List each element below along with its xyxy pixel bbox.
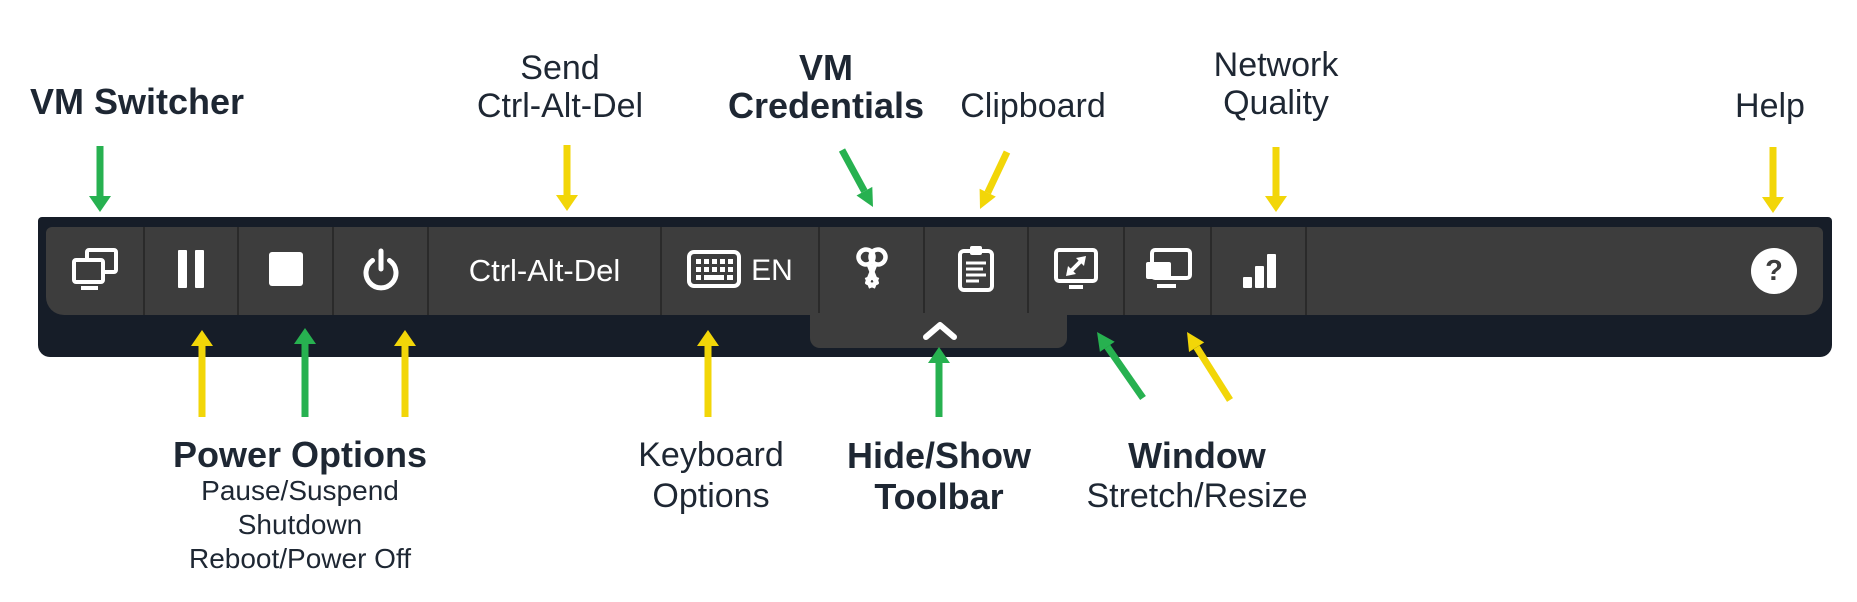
arrow-to-stop — [293, 328, 317, 417]
arrow-to-window-stretch — [1085, 325, 1155, 405]
stop-icon — [268, 251, 303, 291]
help-icon: ? — [1751, 248, 1797, 294]
resize-icon — [1144, 247, 1192, 295]
ctrl-alt-del-button[interactable]: Ctrl-Alt-Del — [427, 227, 660, 315]
hide-show-toolbar-tab[interactable] — [810, 313, 1067, 348]
window-resize-button[interactable] — [1123, 227, 1210, 315]
stop-button[interactable] — [237, 227, 332, 315]
vm-credentials-button[interactable] — [818, 227, 923, 315]
arrow-to-clipboard — [968, 145, 1018, 215]
send-ctrl-alt-del-label: Send Ctrl-Alt-Del — [476, 49, 644, 125]
clipboard-button[interactable] — [923, 227, 1027, 315]
arrow-to-power — [393, 330, 417, 417]
vm-switcher-button[interactable] — [46, 227, 143, 315]
toolbar-spacer — [1305, 227, 1725, 315]
window-stretch-button[interactable] — [1027, 227, 1123, 315]
arrow-to-network-quality — [1264, 147, 1288, 212]
power-icon — [359, 247, 403, 296]
arrow-to-vm-credentials — [835, 145, 885, 215]
vm-credentials-label: VM Credentials — [727, 47, 925, 126]
power-button[interactable] — [332, 227, 427, 315]
arrow-to-ctrl-alt-del — [555, 145, 579, 211]
dual-monitor-icon — [71, 247, 119, 296]
window-stretch-resize-label: Window Stretch/Resize — [1086, 435, 1308, 515]
keyboard-options-button[interactable]: EN — [660, 227, 818, 315]
help-label: Help — [1735, 87, 1805, 125]
network-bars-icon — [1241, 250, 1277, 293]
arrow-to-hide-show-tab — [927, 347, 951, 417]
arrow-to-keyboard-options — [696, 330, 720, 417]
vm-switcher-label: VM Switcher — [29, 81, 245, 122]
stretch-icon — [1053, 247, 1099, 295]
arrow-to-vm-switcher — [88, 146, 112, 212]
help-button[interactable]: ? — [1725, 227, 1823, 315]
arrow-to-window-resize — [1175, 325, 1245, 405]
vm-toolbar: Ctrl-Alt-Del — [46, 227, 1823, 315]
network-quality-label: Network Quality — [1213, 46, 1339, 122]
keys-icon — [849, 245, 895, 298]
ctrl-alt-del-label: Ctrl-Alt-Del — [468, 253, 621, 288]
pause-icon — [176, 249, 206, 293]
pause-button[interactable] — [143, 227, 237, 315]
network-quality-button[interactable] — [1210, 227, 1305, 315]
hide-show-toolbar-label: Hide/Show Toolbar — [846, 435, 1032, 517]
keyboard-language-label: EN — [751, 254, 793, 287]
keyboard-icon — [687, 249, 742, 293]
arrow-to-help — [1761, 147, 1785, 213]
clipboard-label: Clipboard — [960, 87, 1106, 125]
arrow-to-pause — [190, 330, 214, 417]
clipboard-icon — [957, 245, 995, 297]
keyboard-options-label: Keyboard Options — [638, 436, 784, 515]
power-options-label: Power Options Pause/Suspend Shutdown Reb… — [172, 434, 428, 575]
